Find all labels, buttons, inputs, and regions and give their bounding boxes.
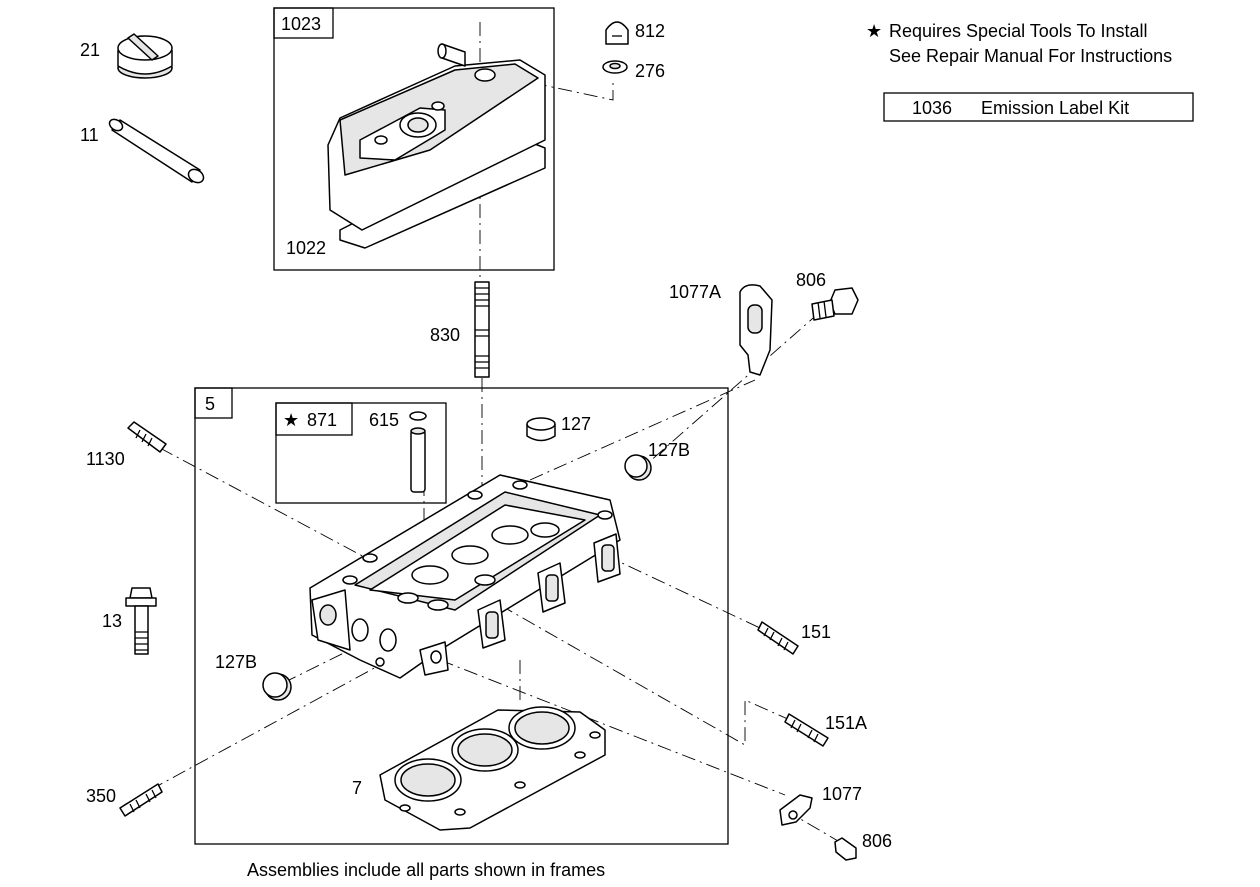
part-label-lifting-bracket-1077: 1077 <box>822 784 862 804</box>
part-label-bracket-bolt-bottom: 806 <box>862 831 892 851</box>
bracket-bolt-top <box>811 287 859 321</box>
stud-151a <box>784 713 829 747</box>
expansion-plug <box>526 417 556 442</box>
stud-151 <box>757 621 799 655</box>
valve-guide-kit-frame <box>275 402 447 504</box>
part-label-bracket-bolt-top: 806 <box>796 270 826 290</box>
footer-note: Assemblies include all parts shown in fr… <box>247 860 605 880</box>
part-label-oil-fill-cap: 21 <box>80 40 100 60</box>
long-stud <box>474 281 490 378</box>
frame-label-valve-cover-assembly: 1023 <box>281 14 321 34</box>
cylinder-head <box>309 474 621 679</box>
emission-kit-number: 1036 <box>912 98 952 118</box>
special-tools-note-line1: Requires Special Tools To Install <box>889 21 1147 41</box>
part-label-sealing-washer: 276 <box>635 61 665 81</box>
lifting-bracket-1077a <box>739 284 773 376</box>
flange-bolt <box>125 587 157 655</box>
part-label-breather-tube: 11 <box>80 125 99 145</box>
head-gasket <box>379 706 606 831</box>
valve-cover <box>327 43 546 249</box>
stud-350 <box>119 783 163 817</box>
part-label-stud-1130: 1130 <box>86 449 125 469</box>
sealing-washer <box>602 60 628 74</box>
valve-guide <box>409 411 427 493</box>
part-label-long-stud: 830 <box>430 325 460 345</box>
bracket-bolt-bottom <box>834 837 857 861</box>
part-label-stud-151a: 151A <box>825 713 867 733</box>
acorn-nut <box>605 21 629 45</box>
part-label-valve-guide: 615 <box>369 410 399 430</box>
breather-tube <box>108 118 205 184</box>
part-label-expansion-plug: 127 <box>561 414 591 434</box>
expansion-plug-b-top <box>624 454 652 481</box>
valve-cover-frame <box>273 7 555 271</box>
lifting-bracket-1077 <box>779 794 813 826</box>
star-icon: ★ <box>283 410 299 430</box>
part-label-stud-151: 151 <box>801 622 831 642</box>
frame-label-valve-guide-kit: 871 <box>307 410 337 430</box>
part-label-flange-bolt: 13 <box>102 611 122 631</box>
stud-1130 <box>127 421 167 453</box>
part-label-head-gasket: 7 <box>352 778 362 798</box>
part-label-acorn-nut: 812 <box>635 21 665 41</box>
expansion-plug-b-left <box>262 672 292 701</box>
part-label-expansion-plug-b-top: 127B <box>648 440 690 460</box>
part-label-stud-350: 350 <box>86 786 116 806</box>
part-label-expansion-plug-b-left: 127B <box>215 652 257 672</box>
oil-fill-cap <box>117 33 173 79</box>
part-label-valve-cover: 1022 <box>286 238 326 258</box>
cylinder-head-frame <box>194 387 729 845</box>
frame-label-cylinder-head-assembly: 5 <box>205 394 215 414</box>
emission-kit-box <box>883 92 1194 122</box>
part-label-lifting-bracket-1077a: 1077A <box>669 282 721 302</box>
special-tools-star-icon: ★ <box>866 21 882 41</box>
emission-kit-name: Emission Label Kit <box>981 98 1129 118</box>
special-tools-note-line2: See Repair Manual For Instructions <box>889 46 1172 66</box>
